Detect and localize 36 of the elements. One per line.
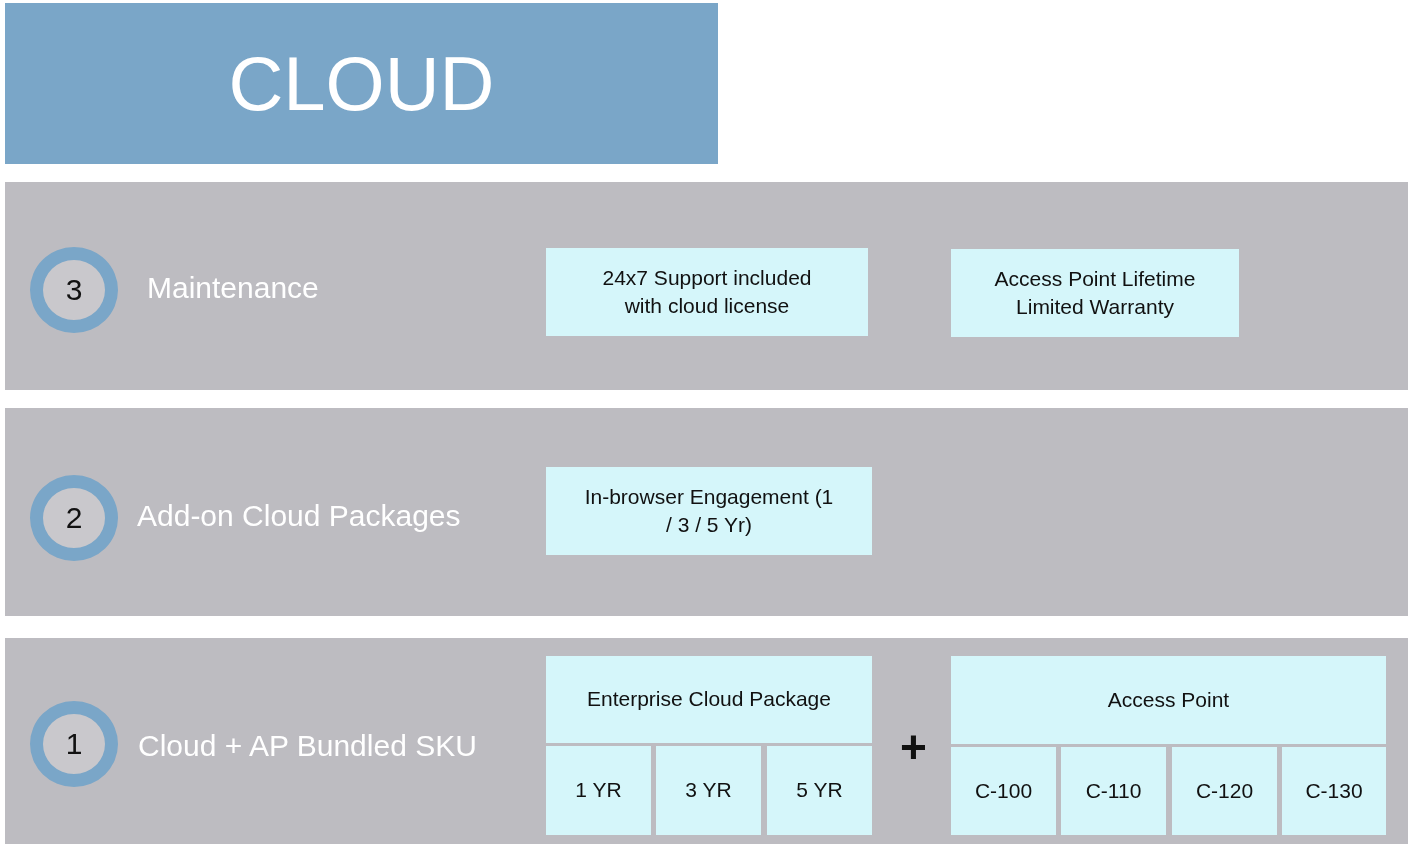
package-box	[546, 467, 872, 555]
box-text: 24x7 Support included with cloud license	[601, 264, 813, 319]
package-box	[656, 746, 761, 835]
box-text: 5 YR	[796, 777, 843, 804]
package-box	[546, 656, 872, 743]
package-box	[1061, 747, 1166, 835]
package-box	[951, 249, 1239, 337]
package-box	[1172, 747, 1277, 835]
tier-label: Maintenance	[147, 271, 319, 305]
box-text: 3 YR	[685, 777, 732, 804]
tier-band	[5, 638, 1408, 844]
tier-label: Cloud + AP Bundled SKU	[138, 729, 477, 763]
title-text: CLOUD	[228, 40, 495, 127]
package-box	[546, 248, 868, 336]
box-text: Enterprise Cloud Package	[587, 686, 831, 713]
step-number: 2	[65, 501, 83, 535]
package-box	[951, 747, 1056, 835]
box-text: Access Point Lifetime Limited Warranty	[993, 265, 1197, 320]
step-number: 3	[65, 273, 83, 307]
package-box	[1282, 747, 1386, 835]
box-text: C-120	[1195, 777, 1254, 804]
tier-band	[5, 182, 1408, 390]
package-box	[546, 746, 651, 835]
box-text: Access Point	[1107, 686, 1230, 713]
box-text: C-130	[1305, 777, 1363, 804]
tier-label: Add-on Cloud Packages	[137, 499, 461, 533]
step-number: 1	[65, 727, 83, 761]
title-banner	[5, 3, 718, 164]
package-box	[951, 656, 1386, 744]
box-text: C-100	[974, 777, 1033, 804]
box-text: 1 YR	[575, 777, 622, 804]
box-text: In-browser Engagement (1 / 3 / 5 Yr)	[583, 483, 835, 538]
tier-band	[5, 408, 1408, 616]
box-text: C-110	[1085, 777, 1142, 804]
package-box	[767, 746, 872, 835]
plus-sign: +	[900, 724, 927, 770]
